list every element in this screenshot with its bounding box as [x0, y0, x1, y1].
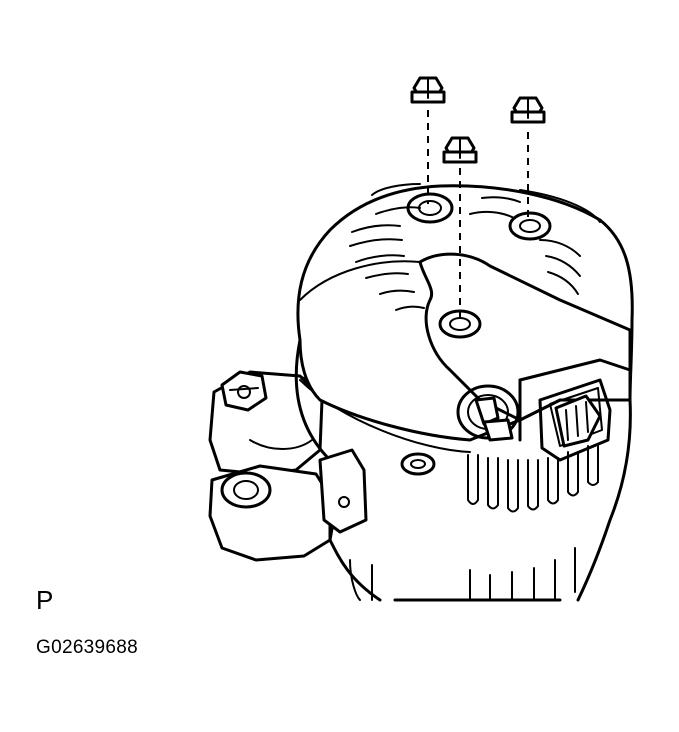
connector-socket — [538, 378, 612, 462]
nut-center — [442, 136, 478, 164]
bolt-hole-left — [406, 192, 454, 224]
connector-plug — [554, 394, 602, 448]
bolt-hole-right — [508, 211, 552, 241]
b-terminal-stud — [456, 384, 520, 442]
housing-ventilation-slots — [467, 445, 599, 513]
lower-bracket-tab — [318, 448, 368, 534]
nut-right — [510, 96, 546, 124]
installation-guide-lines — [427, 110, 529, 320]
lower-bolt-boss — [400, 452, 436, 476]
view-label: P — [36, 585, 54, 615]
bracket-bolt-upper — [220, 370, 268, 412]
bracket-mount-hole — [220, 471, 272, 509]
cover-ventilation-slots — [349, 196, 581, 311]
nut-left — [410, 76, 446, 104]
figure-code: G02639688 — [36, 637, 139, 658]
terminal-block — [418, 252, 632, 442]
